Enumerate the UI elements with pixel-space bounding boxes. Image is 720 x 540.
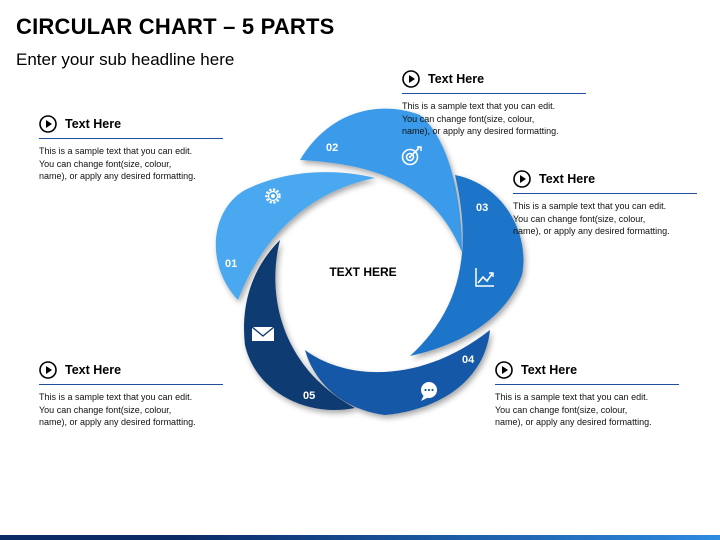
callout-2: Text Here This is a sample text that you… [39,114,239,183]
target-icon [401,146,422,166]
segment-03: 03 [410,175,524,356]
callout-3-header: Text Here [513,169,713,189]
callout-2-title: Text Here [65,117,122,131]
callout-4-divider [39,384,223,385]
segment-05-shape [244,240,355,411]
callout-1: Text Here This is a sample text that you… [402,69,602,138]
play-icon [402,70,420,88]
chat-bubble-icon [421,382,437,401]
center-label: TEXT HERE [329,265,396,279]
segment-01-shape [215,172,375,300]
callout-5-divider [495,384,679,385]
callout-1-body: This is a sample text that you can edit.… [402,101,559,136]
page-subtitle: Enter your sub headline here [16,50,235,69]
segment-03-number: 03 [476,202,488,214]
callout-4-title: Text Here [65,363,122,377]
callout-4-header: Text Here [39,360,239,380]
play-icon [39,361,57,379]
callout-1-divider [402,93,586,94]
segment-01-number: 01 [225,258,237,270]
segment-04: 04 [305,330,490,415]
callout-5: Text Here This is a sample text that you… [495,360,695,429]
segment-05: 05 [244,240,355,411]
callout-3-body: This is a sample text that you can edit.… [513,201,670,236]
callout-5-title: Text Here [521,363,578,377]
segment-02: 02 [300,108,462,252]
callout-2-divider [39,138,223,139]
callout-3: Text Here This is a sample text that you… [513,169,713,238]
play-icon [513,170,531,188]
segment-01: 01 [215,172,375,300]
segment-02-number: 02 [326,142,338,154]
callout-1-title: Text Here [428,72,485,86]
callout-5-body: This is a sample text that you can edit.… [495,392,652,427]
callout-1-header: Text Here [402,69,602,89]
gear-icon [265,188,281,204]
play-icon [495,361,513,379]
callout-5-header: Text Here [495,360,695,380]
segment-02-shape [300,108,462,252]
segment-05-number: 05 [303,390,315,402]
callout-3-title: Text Here [539,172,596,186]
envelope-icon [251,326,275,341]
growth-chart-icon [475,268,494,287]
callout-3-divider [513,193,697,194]
segment-03-shape [410,175,524,356]
segment-04-number: 04 [462,354,475,366]
callout-2-header: Text Here [39,114,239,134]
segment-04-shape [305,330,490,415]
page-title: CIRCULAR CHART – 5 PARTS [16,14,335,39]
callout-2-body: This is a sample text that you can edit.… [39,146,196,181]
bottom-accent-bar [0,535,720,540]
play-icon [39,115,57,133]
callout-4-body: This is a sample text that you can edit.… [39,392,196,427]
callout-4: Text Here This is a sample text that you… [39,360,239,429]
